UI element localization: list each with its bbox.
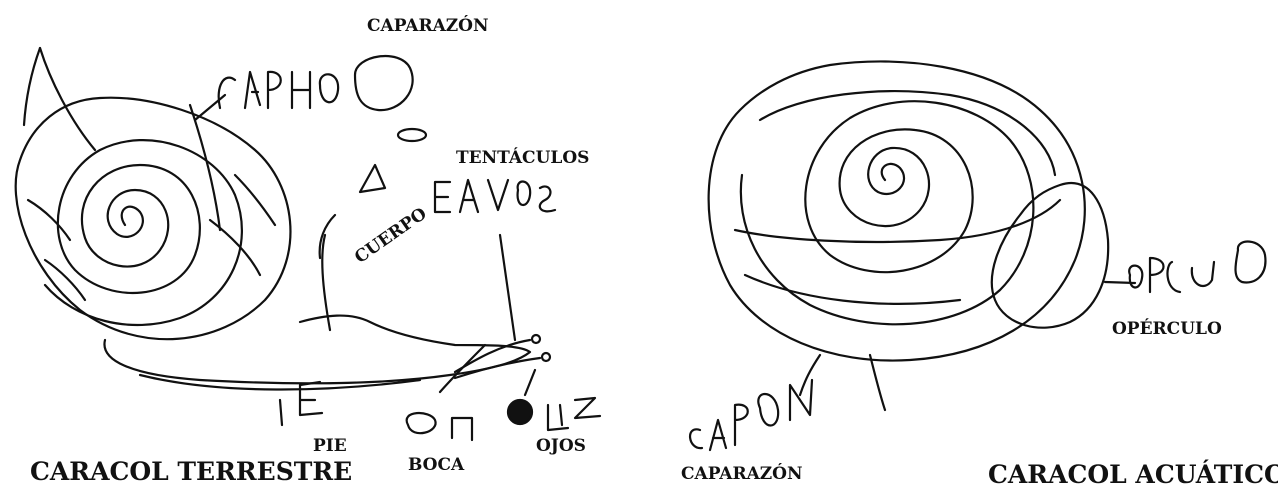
land-snail-foot	[103, 314, 532, 385]
pointer-caparazon	[193, 93, 227, 122]
handwriting-eavos	[433, 178, 557, 214]
water-snail-foot-1	[868, 353, 887, 412]
water-snail-loop-3	[743, 273, 962, 305]
shell-hatch-2	[22, 46, 42, 127]
handwriting-capazon	[689, 378, 814, 452]
water-snail-foot-2	[798, 353, 822, 397]
shell-hatch-3	[26, 198, 72, 242]
handwriting-operculo-o	[1234, 240, 1267, 284]
label-boca: BOCA	[408, 455, 465, 475]
pointer-tentaculos	[498, 233, 517, 342]
handwriting-operculo	[1103, 256, 1216, 294]
label-caparazon-left: CAPARAZÓN	[367, 16, 489, 36]
pointer-boca	[438, 343, 487, 394]
land-snail-neck	[321, 233, 332, 332]
handwriting-capao	[217, 70, 340, 110]
pointer-ojos	[523, 368, 537, 397]
land-snail-shell	[14, 96, 292, 341]
title-caracol-terrestre: CARACOL TERRESTRE	[30, 457, 353, 486]
shell-hatch-6	[233, 173, 277, 227]
doodle-oval	[396, 127, 428, 143]
water-snail-spiral	[739, 100, 1035, 326]
label-operculo: OPÉRCULO	[1112, 319, 1222, 339]
label-tentaculos: TENTÁCULOS	[456, 148, 590, 168]
land-snail-spiral	[43, 139, 244, 327]
handwriting-boca	[405, 412, 474, 442]
label-ojos: OJOS	[536, 436, 586, 456]
land-snail-tentacle-2	[453, 356, 542, 380]
handwriting-ojos-marks	[546, 396, 602, 432]
water-snail-shell	[707, 60, 1086, 362]
title-caracol-acuatico: CARACOL ACUÁTICO	[988, 460, 1278, 489]
water-snail-drawing	[689, 60, 1267, 452]
doodle-circle	[353, 54, 414, 112]
handwriting-ojos-blob	[506, 398, 534, 426]
label-pie: PIE	[313, 436, 347, 456]
cuerpo-stroke	[318, 213, 337, 260]
label-caparazon-right: CAPARAZÓN	[681, 464, 803, 484]
shell-tip-triangle	[358, 163, 387, 194]
water-snail-operculum-body	[990, 182, 1110, 329]
land-snail-eye-1	[530, 333, 542, 345]
shell-hatch-5	[208, 218, 262, 277]
water-snail-loop-2	[733, 198, 1062, 244]
handwriting-pie	[278, 380, 324, 427]
land-snail-eye-2	[540, 351, 552, 363]
shell-hatch-1	[38, 46, 97, 152]
water-snail-loop-1	[758, 90, 1057, 177]
foot-bottom-line	[138, 373, 422, 391]
shell-hatch-4	[43, 258, 87, 302]
land-snail-drawing	[14, 46, 602, 442]
